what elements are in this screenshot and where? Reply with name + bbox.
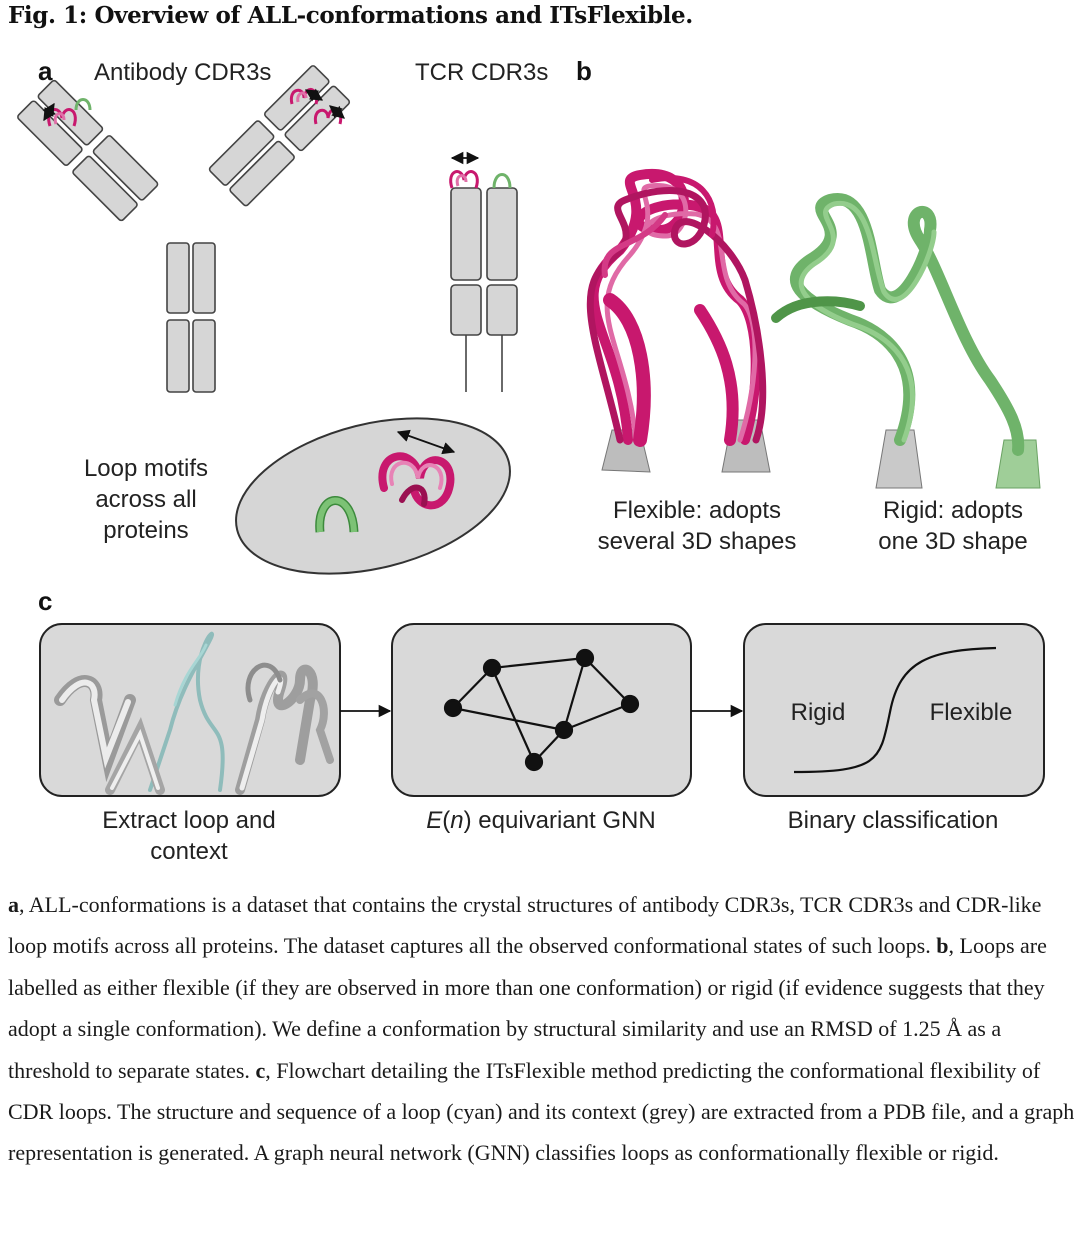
caption-a-text: , ALL-conformations is a dataset that co…: [8, 892, 1042, 959]
loop-motifs-line3: proteins: [103, 517, 188, 544]
step2-label: E(n) equivariant GNN: [426, 807, 655, 834]
loop-motifs-line2: across all: [95, 486, 196, 513]
panel-c-letter: c: [38, 586, 52, 616]
rigid-loop-ensemble: [771, 193, 1041, 489]
flexible-caption-line1: Flexible: adopts: [613, 497, 781, 524]
tcr-diagram: [450, 187, 518, 392]
flexible-motif-loops: [378, 452, 455, 510]
rigid-caption-line2: one 3D shape: [878, 528, 1027, 555]
loop-motifs-line1: Loop motifs: [84, 455, 208, 482]
caption-c-text: , Flowchart detailing the ITsFlexible me…: [8, 1057, 1075, 1166]
caption-a-letter: a: [8, 892, 19, 917]
loop-motifs-ellipse: [235, 417, 511, 575]
step1-label-line2: context: [150, 838, 228, 865]
motif-motion-arrow: [396, 429, 456, 455]
panel-a-letter: a: [38, 56, 53, 86]
gnn-box: [391, 623, 692, 797]
antibody-cdr3s-label: Antibody CDR3s: [94, 59, 271, 86]
antibody-motion-arrows: [42, 88, 345, 122]
sigmoid-curve: [793, 646, 997, 774]
tcr-loops: [449, 170, 512, 189]
protein-structure-art: [54, 631, 334, 795]
figure-caption: a, ALL-conformations is a dataset that c…: [8, 884, 1076, 1174]
caption-b-letter: b: [936, 933, 949, 959]
flexible-class-label: Flexible: [930, 699, 1013, 726]
tcr-cdr3s-label: TCR CDR3s: [415, 59, 548, 86]
step3-label: Binary classification: [788, 807, 999, 834]
rigid-class-label: Rigid: [791, 699, 846, 726]
flexible-loop-ensemble: [586, 168, 771, 473]
panel-b-letter: b: [576, 56, 592, 86]
classification-box: [743, 623, 1045, 797]
caption-b-text: , Loops are labelled as either flexible …: [8, 933, 1047, 1083]
caption-c-letter: c: [255, 1057, 266, 1083]
extract-loop-box: [39, 623, 341, 797]
rigid-caption-line1: Rigid: adopts: [883, 497, 1023, 524]
antibody-diagram: [17, 65, 351, 393]
figure-title: Fig. 1: Overview of ALL-conformations an…: [8, 2, 693, 29]
figure-graphic: a Antibody CDR3s TCR CDR3s: [17, 56, 1045, 865]
flexible-caption-line2: several 3D shapes: [598, 528, 797, 555]
graph-diagram: [443, 648, 640, 772]
step1-label-line1: Extract loop and: [102, 807, 275, 834]
